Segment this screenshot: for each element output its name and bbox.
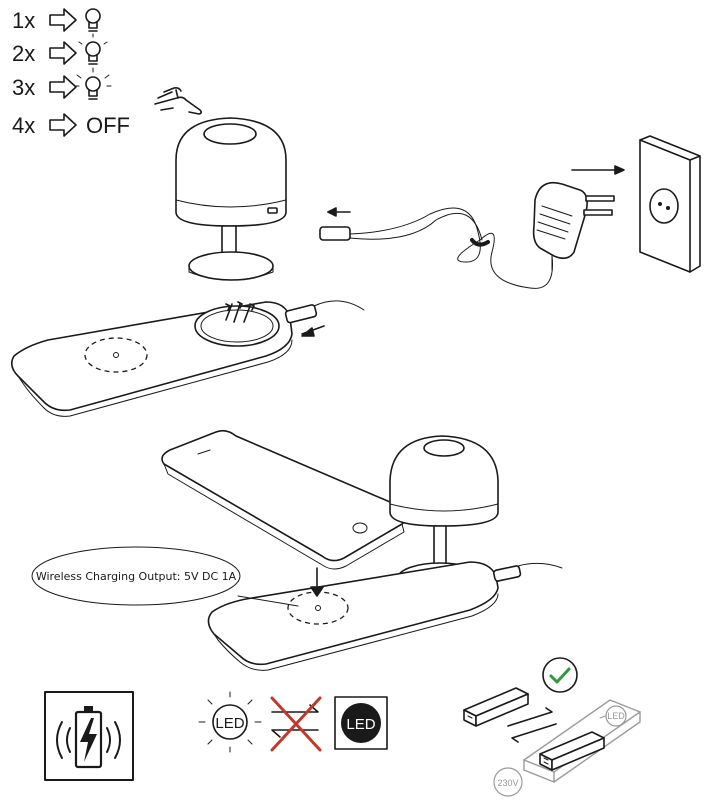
- lamp-top: [175, 117, 287, 281]
- charging-output-callout: Wireless Charging Output: 5V DC 1A: [31, 546, 299, 607]
- charging-pad-upper: [10, 300, 365, 417]
- power-adapter: [532, 181, 615, 271]
- power-cable: [319, 207, 554, 289]
- touch-mode-count: 2x: [12, 41, 35, 66]
- cross-out-icon: [270, 696, 322, 752]
- touch-mode-count: 3x: [12, 75, 35, 100]
- smartphone: [161, 429, 410, 570]
- power-supply-approved: [463, 657, 578, 727]
- usb-plug: [284, 304, 318, 324]
- led-power-supply: LED 230V: [493, 699, 642, 797]
- hand-touch-icon: [154, 87, 203, 115]
- led-on-icon: LED: [198, 691, 262, 753]
- not-interchangeable-icon: [270, 696, 322, 752]
- arrow-right-icon: [49, 41, 77, 65]
- touch-mode-3: 3x: [12, 67, 112, 100]
- charging-pad-lower: [207, 561, 563, 671]
- arrow-right-icon: [49, 8, 77, 32]
- touch-mode-2: 2x: [12, 33, 108, 66]
- swap-arrows-icon: [507, 707, 557, 743]
- touch-mode-count: 4x: [12, 113, 35, 138]
- charging-arrows-icon: [225, 303, 251, 323]
- led-off-icon: LED: [334, 696, 388, 750]
- usb-port: [267, 207, 278, 214]
- bulb-medium-icon: [78, 33, 108, 65]
- bulb-low-icon: [85, 8, 101, 32]
- touch-mode-result: OFF: [86, 113, 130, 138]
- led-off-label: LED: [346, 716, 375, 733]
- bulb-high-icon: [74, 67, 112, 100]
- callout-text: Wireless Charging Output: 5V DC 1A: [36, 570, 237, 583]
- usb-plug: [493, 565, 522, 582]
- touch-mode-count: 1x: [12, 8, 35, 33]
- charging-zone: [84, 337, 148, 373]
- wireless-battery-icon: [44, 691, 134, 781]
- usb-plug: [319, 226, 351, 241]
- led-on-label: LED: [215, 715, 244, 732]
- wall-socket: [571, 135, 701, 273]
- arrow-right-icon: [49, 113, 77, 137]
- arrow-right-icon: [49, 75, 77, 99]
- touch-mode-list: 1x 2x 3x 4x: [12, 8, 130, 138]
- touch-mode-1: 1x: [12, 8, 101, 33]
- checkmark-icon: [542, 657, 578, 693]
- power-supply-led-label: LED: [607, 711, 625, 721]
- touch-mode-4: 4x OFF: [12, 113, 130, 138]
- voltage-label: 230V: [497, 778, 518, 788]
